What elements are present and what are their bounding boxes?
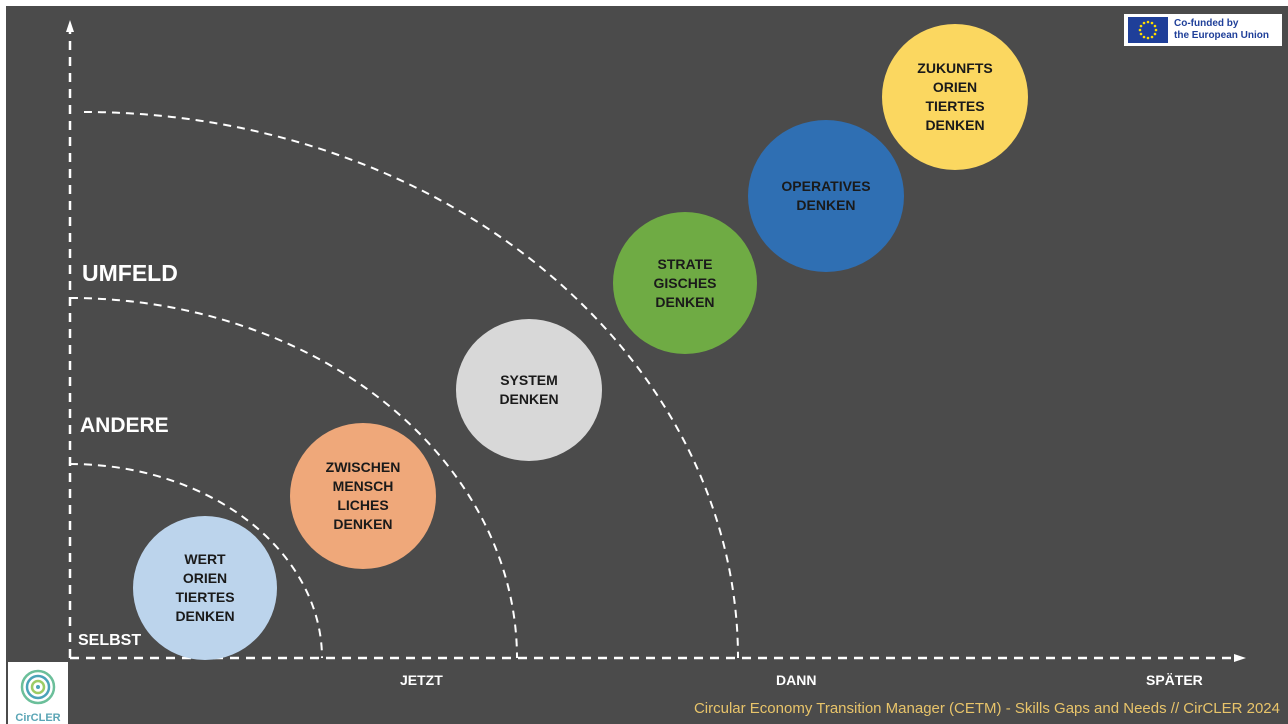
time-label-spaeter: SPÄTER (1146, 672, 1203, 688)
circle-wert-orientiertes-denken: WERT ORIEN TIERTES DENKEN (133, 516, 277, 660)
arc-selbst (69, 463, 323, 659)
spiral-icon (20, 669, 56, 705)
circler-logo: CirCLER (8, 662, 68, 724)
level-label-andere: ANDERE (80, 414, 169, 437)
level-label-selbst: SELBST (78, 632, 142, 649)
arc-umfeld (83, 111, 739, 659)
circle-system-denken: SYSTEM DENKEN (456, 319, 602, 461)
circle-zukunftsorientiertes-denken: ZUKUNFTS ORIEN TIERTES DENKEN (882, 24, 1028, 170)
eu-cofunded-badge: Co-funded by the European Union (1124, 14, 1282, 46)
time-label-dann: DANN (776, 672, 817, 688)
y-axis-arrow (66, 20, 74, 32)
diagram-canvas: UMFELD ANDERE SELBST WERT ORIEN TIERTES … (6, 6, 1288, 724)
circle-operatives-denken: OPERATIVES DENKEN (748, 120, 904, 272)
time-label-jetzt: JETZT (400, 672, 443, 688)
circle-strategisches-denken: STRATE GISCHES DENKEN (613, 212, 757, 354)
arc-andere (69, 297, 518, 659)
diagram-lines (66, 20, 1246, 662)
eu-badge-text: Co-funded by the European Union (1174, 18, 1269, 41)
eu-flag-icon (1128, 17, 1168, 43)
footer-caption: Circular Economy Transition Manager (CET… (693, 700, 1280, 717)
x-axis-arrow (1234, 654, 1246, 662)
logo-text: CirCLER (15, 712, 61, 724)
level-label-umfeld: UMFELD (82, 260, 178, 286)
circle-zwischenmenschliches-denken: ZWISCHEN MENSCH LICHES DENKEN (290, 423, 436, 569)
